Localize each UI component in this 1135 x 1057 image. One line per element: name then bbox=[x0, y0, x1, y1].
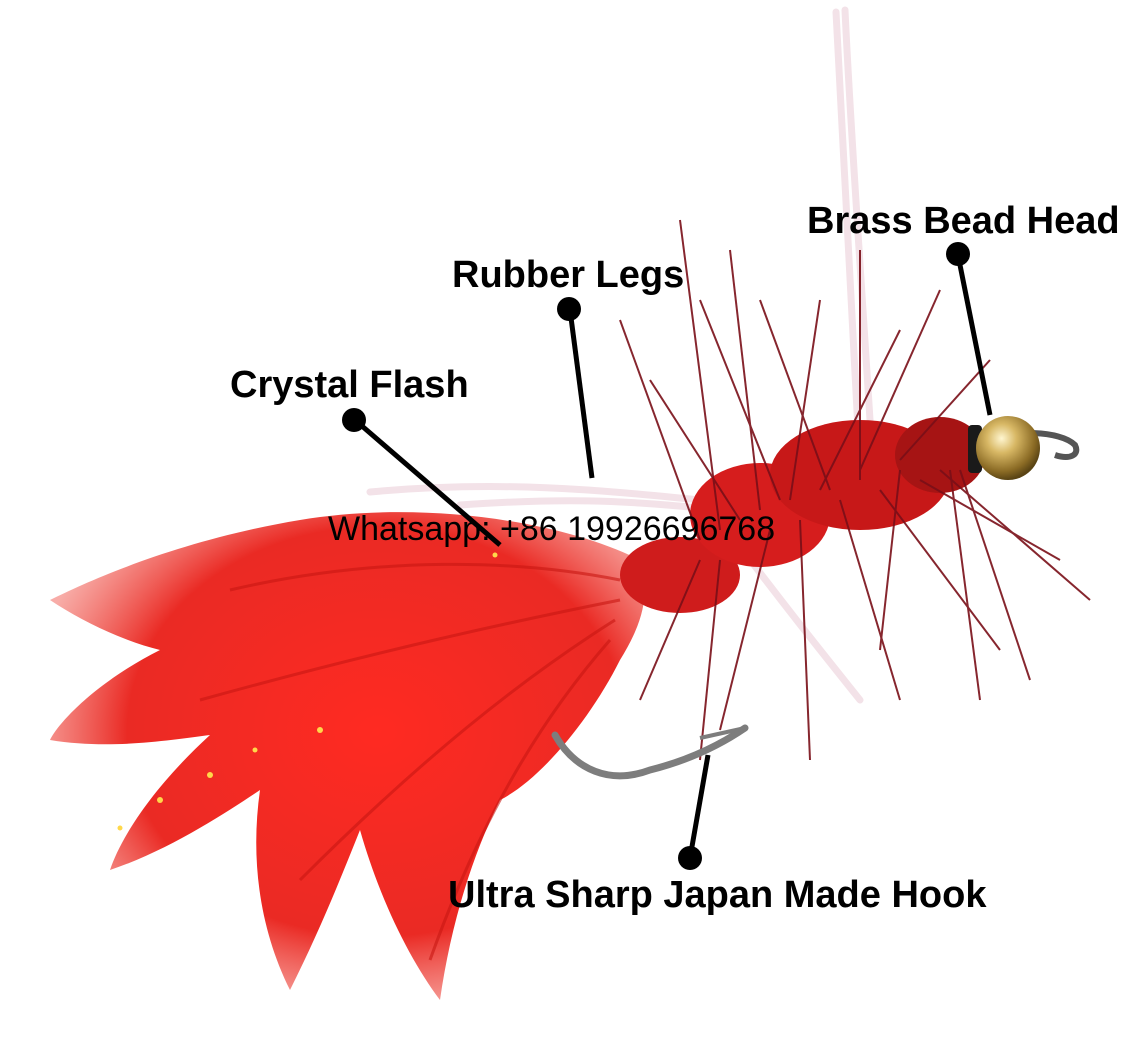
rubber-legs-dot bbox=[557, 297, 581, 321]
hook-dot bbox=[678, 846, 702, 870]
whatsapp-watermark: Whatsapp: +86 19926696768 bbox=[328, 510, 776, 548]
callout-lines bbox=[353, 254, 993, 859]
hook-label: Ultra Sharp Japan Made Hook bbox=[448, 874, 987, 916]
marabou-tail bbox=[50, 512, 645, 1000]
brass-bead-head-label: Brass Bead Head bbox=[807, 200, 1120, 242]
brass-bead-head-dot bbox=[946, 242, 970, 266]
crystal-flash-label: Crystal Flash bbox=[230, 364, 469, 406]
chenille-body bbox=[620, 417, 985, 613]
brass-bead bbox=[968, 416, 1040, 480]
palmered-hackle bbox=[619, 219, 1091, 761]
callout-dots bbox=[342, 242, 970, 870]
crystal-flash-dot bbox=[342, 408, 366, 432]
rubber-legs-label: Rubber Legs bbox=[452, 254, 685, 296]
